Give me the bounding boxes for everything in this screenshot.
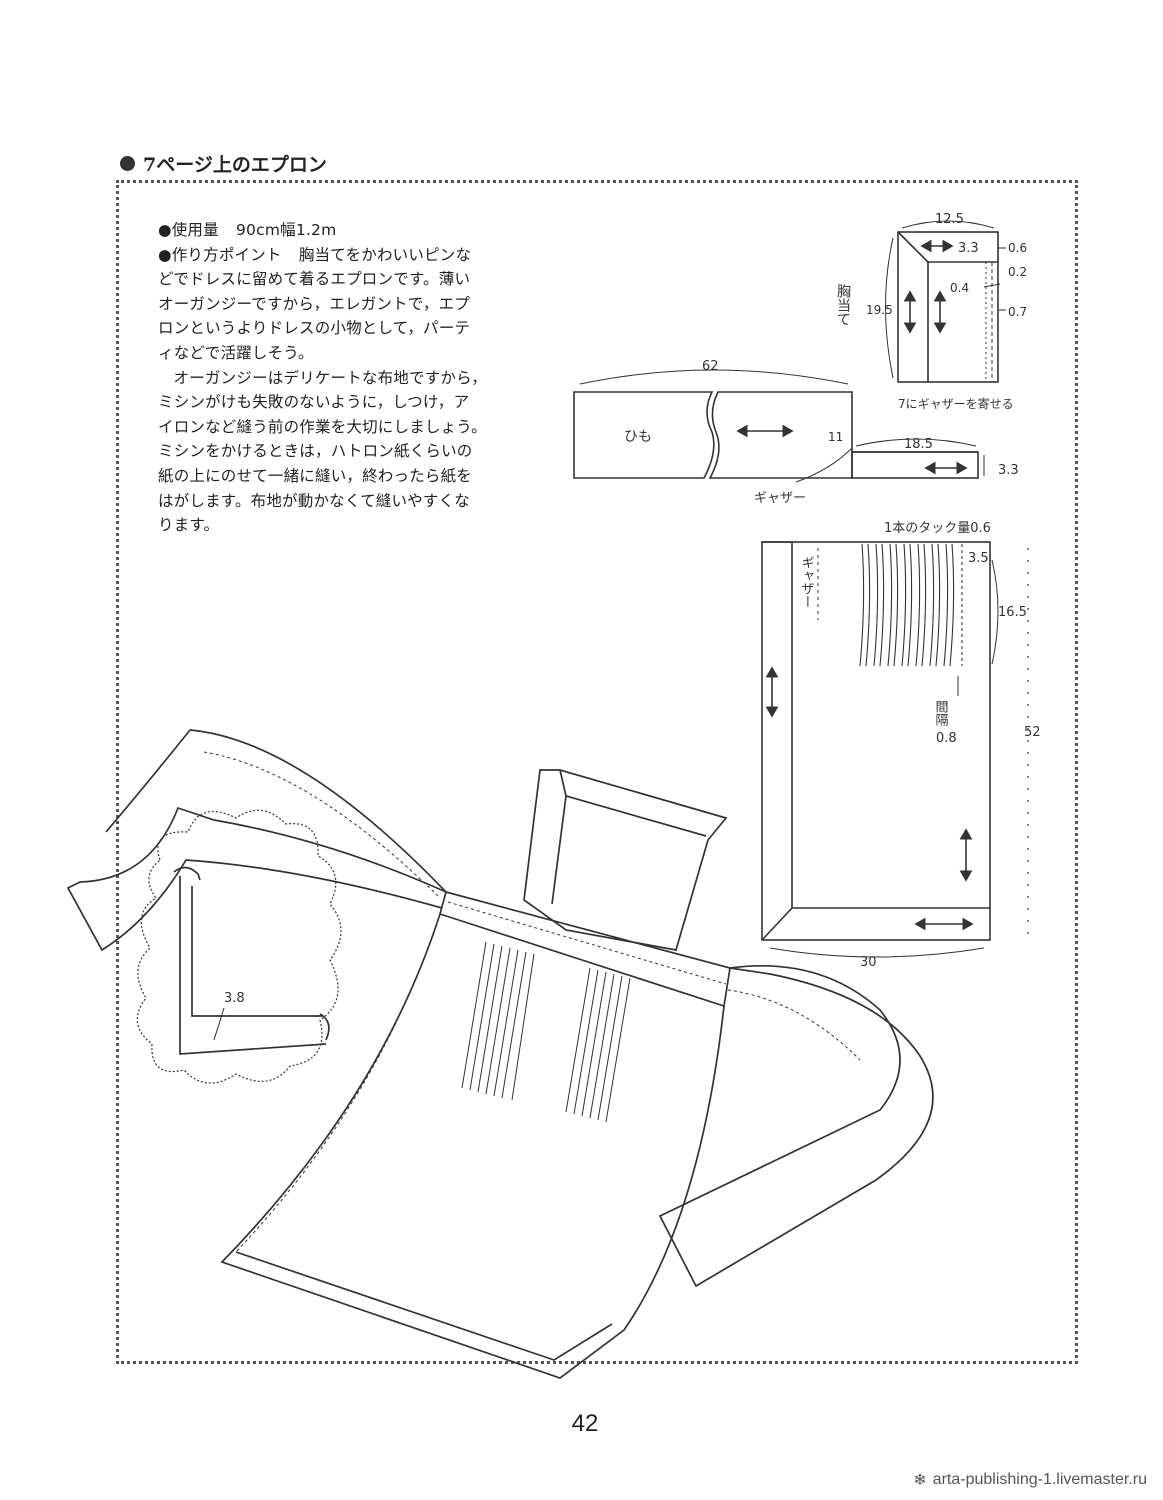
apron-left-tie-stitch [203,751,441,899]
skirt-height-label: 52 [1024,725,1041,740]
bib-width-arc [901,220,995,229]
fabric-label: ●使用量 [158,221,219,239]
tuck-top-label: 3.5 [968,551,989,566]
tie-right-piece [708,391,853,479]
watermark-text: arta-publishing-1.livemaster.ru [932,1471,1147,1488]
section-title: 7ページ上のエプロン [143,154,327,176]
point-line: ィなどで活躍しそう。 [158,343,314,362]
fabric-value: 90cm幅1.2m [235,221,337,239]
apron-right-tie-stitch [727,989,861,1061]
detail-corner [179,876,327,1055]
tie-length-label: 62 [702,359,719,374]
section-header: 7ページ上のエプロン [120,150,327,177]
waistband-h-label: 3.3 [998,463,1019,478]
bib-note-label: 7にギャザーを寄せる [898,396,1014,411]
skirt-width-label: 30 [860,955,877,970]
skirt-outline [761,541,991,941]
watermark: ❄ arta-publishing-1.livemaster.ru [913,1470,1147,1490]
tuck-len-arc [991,559,999,665]
bib-height-arc [885,237,894,379]
skirt-corner [761,907,793,941]
apron-bib [523,769,728,951]
point-line-0: ●作り方ポイント 胸当てをかわいいピンな [158,243,498,268]
waistband-piece [851,451,979,479]
detail-leader [213,1007,225,1041]
bib-name-label: 胸当て [835,284,851,326]
waistband-arc [855,438,977,447]
waistband-len-label: 18.5 [904,437,933,452]
bib-m1-label: 0.6 [1008,241,1027,255]
detail-hem-label: 3.8 [224,991,245,1006]
detail-roll-top [173,866,201,881]
bib-m2-label: 0.2 [1008,265,1027,279]
fabric-line: ●使用量 90cm幅1.2m [158,218,498,243]
bib-outline [897,231,999,383]
bib-m3-label: 0.4 [950,281,969,295]
skirt-gather-label: ギャザー [799,556,815,608]
skirt-width-arc [769,947,985,958]
bib-fold [897,231,929,382]
detail-cloud [136,809,342,1084]
point-line: ロンというよりドレスの小物として，パーテ [158,319,471,338]
apron-left-tie-end [105,729,191,833]
apron-bib-fold [559,769,707,837]
apron-left-tie-top [189,729,447,893]
tuck-lines [859,543,963,667]
apron-skirt-stitch [235,967,421,1253]
bib-width-label: 12.5 [935,212,964,227]
tuck-note-label: 1本のタック量0.6 [884,521,991,536]
spacing-label: 間隔 [933,700,948,726]
apron-left-tie [66,806,447,952]
skirt-hem-fold [762,541,990,909]
tie-pattern [573,369,985,483]
point-label: ●作り方ポイント [158,245,282,264]
apron-bib-side [551,795,567,905]
apron-waistband-stitch [447,901,727,985]
apron-waistband [438,890,731,1008]
tie-length-arc [579,369,849,385]
detail-roll-side [319,1013,330,1041]
spacing-value-label: 0.8 [936,731,957,746]
bib-pattern [885,220,1006,383]
body-line: はがします。布地が動かなくて縫いやすくな [158,491,470,510]
apron-tucks [461,941,631,1123]
detail-inner [191,886,322,1017]
apron-illustration [66,729,934,1379]
gather-leader [795,447,853,483]
bib-leader [983,283,1001,288]
body-line: オーガンジーはデリケートな布地ですから， [173,368,488,387]
dotted-frame [116,180,1078,1364]
bib-m4-label: 0.7 [1008,305,1027,319]
body-line: イロンなど縫う前の作業を大切にしましょう。 [158,417,487,436]
apron-hem [235,1251,613,1361]
point-line: オーガンジーですから，エレガントで，エプ [158,294,470,313]
tie-mark-label: 11 [828,430,843,444]
tuck-len-label: 16.5 [998,605,1027,620]
bib-height-label: 19.5 [866,303,893,317]
apron-skirt [220,913,725,1379]
skirt-pattern [761,541,1029,958]
body-line: ります。 [158,516,220,535]
bullet-dot [120,156,135,171]
page-number: 42 [571,1410,599,1437]
tie-gather-label: ギャザー [754,491,806,506]
point-line: どでドレスに留めて着るエプロンです。薄い [158,270,471,289]
body-line: 紙の上にのせて一緒に縫い，終わったら紙を [158,466,473,485]
point-text: 胸当てをかわいいピンな [298,245,472,264]
body-line: ミシンがけも失敗のないように，しつけ，ア [158,393,470,412]
tie-name-label: ひも [624,429,652,445]
tie-left-piece [573,391,715,479]
bib-inner-label: 3.3 [958,241,979,256]
apron-right-tie [658,965,934,1288]
body-line: ミシンをかけるときは，ハトロン紙くらいの [158,442,473,461]
snowflake-icon: ❄ [913,1472,927,1489]
instructions-text: ●使用量 90cm幅1.2m ●作り方ポイント 胸当てをかわいいピンな どでドレ… [158,218,498,538]
